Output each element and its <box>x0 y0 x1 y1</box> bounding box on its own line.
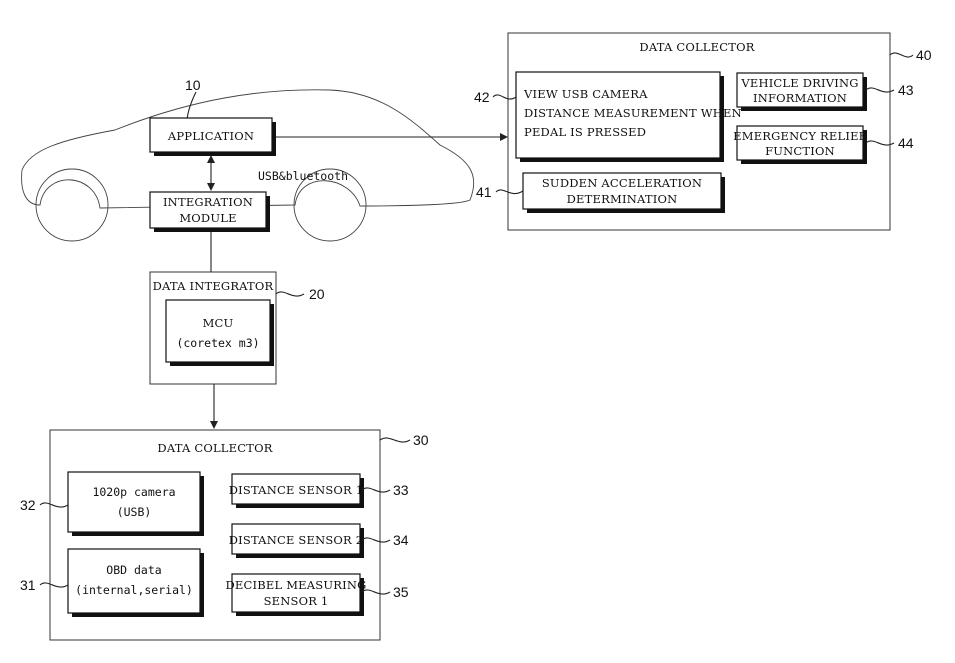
ref-34: 34 <box>393 532 409 548</box>
integration-module-box: INTEGRATION MODULE <box>149 191 270 232</box>
vehicle-driving-info-box: VEHICLE DRIVING INFORMATION <box>736 72 867 111</box>
leader-32 <box>39 502 69 508</box>
camera-box: 1020p camera (USB) <box>67 471 204 536</box>
application-box: APPLICATION <box>149 117 276 156</box>
emergency-relief-line1: EMERGENCY RELIEF <box>733 129 867 143</box>
mcu-label-line2: (coretex m3) <box>176 336 259 350</box>
ref-42: 42 <box>474 89 490 105</box>
usb-camera-distance-box: VIEW USB CAMERA DISTANCE MEASUREMENT WHE… <box>515 71 742 162</box>
ref-35: 35 <box>393 584 409 600</box>
application-label: APPLICATION <box>167 129 254 143</box>
data-collector-30-title: DATA COLLECTOR <box>157 441 272 455</box>
ref-32: 32 <box>20 497 36 513</box>
obd-line1: OBD data <box>106 563 161 577</box>
data-collector-40-frame <box>507 32 891 231</box>
ref-44: 44 <box>898 135 914 151</box>
leader-35 <box>361 589 391 595</box>
leader-30 <box>379 437 411 443</box>
distance-sensor-2-box: DISTANCE SENSOR 2 <box>229 523 364 558</box>
camera-line1: 1020p camera <box>92 485 175 499</box>
ref-33: 33 <box>393 482 409 498</box>
integration-label-line1: INTEGRATION <box>163 195 253 209</box>
data-integrator-frame <box>149 271 277 385</box>
leader-42 <box>492 94 517 100</box>
leader-41 <box>495 189 524 195</box>
ref-43: 43 <box>898 82 914 98</box>
ref-40: 40 <box>916 47 932 63</box>
usb-bluetooth-link <box>207 155 215 191</box>
leader-43 <box>865 87 895 93</box>
arrow-app-to-collector <box>276 133 508 141</box>
leader-40 <box>889 52 914 58</box>
distance-sensor-1-box: DISTANCE SENSOR 1 <box>229 473 364 508</box>
data-collector-40-title: DATA COLLECTOR <box>639 40 754 54</box>
mcu-label-line1: MCU <box>203 316 234 330</box>
vehicle-driving-line2: INFORMATION <box>753 91 847 105</box>
distance-sensor-1-label: DISTANCE SENSOR 1 <box>229 483 364 497</box>
usb-bluetooth-label: USB&bluetooth <box>258 169 348 183</box>
obd-line2: (internal,serial) <box>75 583 193 597</box>
camera-distance-line3: PEDAL IS PRESSED <box>524 125 646 139</box>
decibel-sensor-box: DECIBEL MEASURING SENSOR 1 <box>226 573 367 616</box>
leader-34 <box>361 537 391 543</box>
decibel-sensor-line1: DECIBEL MEASURING <box>226 578 367 592</box>
emergency-relief-line2: FUNCTION <box>765 144 835 158</box>
leader-31 <box>39 582 69 588</box>
sudden-acceleration-line1: SUDDEN ACCELERATION <box>542 176 702 190</box>
distance-sensor-2-label: DISTANCE SENSOR 2 <box>229 533 364 547</box>
leader-20 <box>275 291 305 297</box>
vehicle-outline <box>21 89 475 242</box>
camera-line2: (USB) <box>117 505 152 519</box>
decibel-sensor-line2: SENSOR 1 <box>264 594 329 608</box>
ref-20: 20 <box>309 286 325 302</box>
ref-10: 10 <box>185 77 201 93</box>
camera-distance-line2: DISTANCE MEASUREMENT WHEN <box>524 106 742 120</box>
ref-41: 41 <box>476 184 492 200</box>
sudden-acceleration-box: SUDDEN ACCELERATION DETERMINATION <box>522 172 725 213</box>
obd-box: OBD data (internal,serial) <box>67 548 204 617</box>
arrow-integrator-to-collector <box>210 384 218 429</box>
mcu-box: MCU (coretex m3) <box>165 299 274 366</box>
integration-label-line2: MODULE <box>179 211 236 225</box>
sudden-acceleration-line2: DETERMINATION <box>567 192 678 206</box>
camera-distance-line1: VIEW USB CAMERA <box>523 87 648 101</box>
data-integrator-title: DATA INTEGRATOR <box>153 279 274 293</box>
ref-31: 31 <box>20 577 36 593</box>
leader-44 <box>865 140 895 146</box>
data-collector-30-frame <box>49 429 381 641</box>
ref-30: 30 <box>413 432 429 448</box>
leader-33 <box>361 487 391 493</box>
vehicle-driving-line1: VEHICLE DRIVING <box>740 76 858 90</box>
emergency-relief-box: EMERGENCY RELIEF FUNCTION <box>733 125 867 164</box>
